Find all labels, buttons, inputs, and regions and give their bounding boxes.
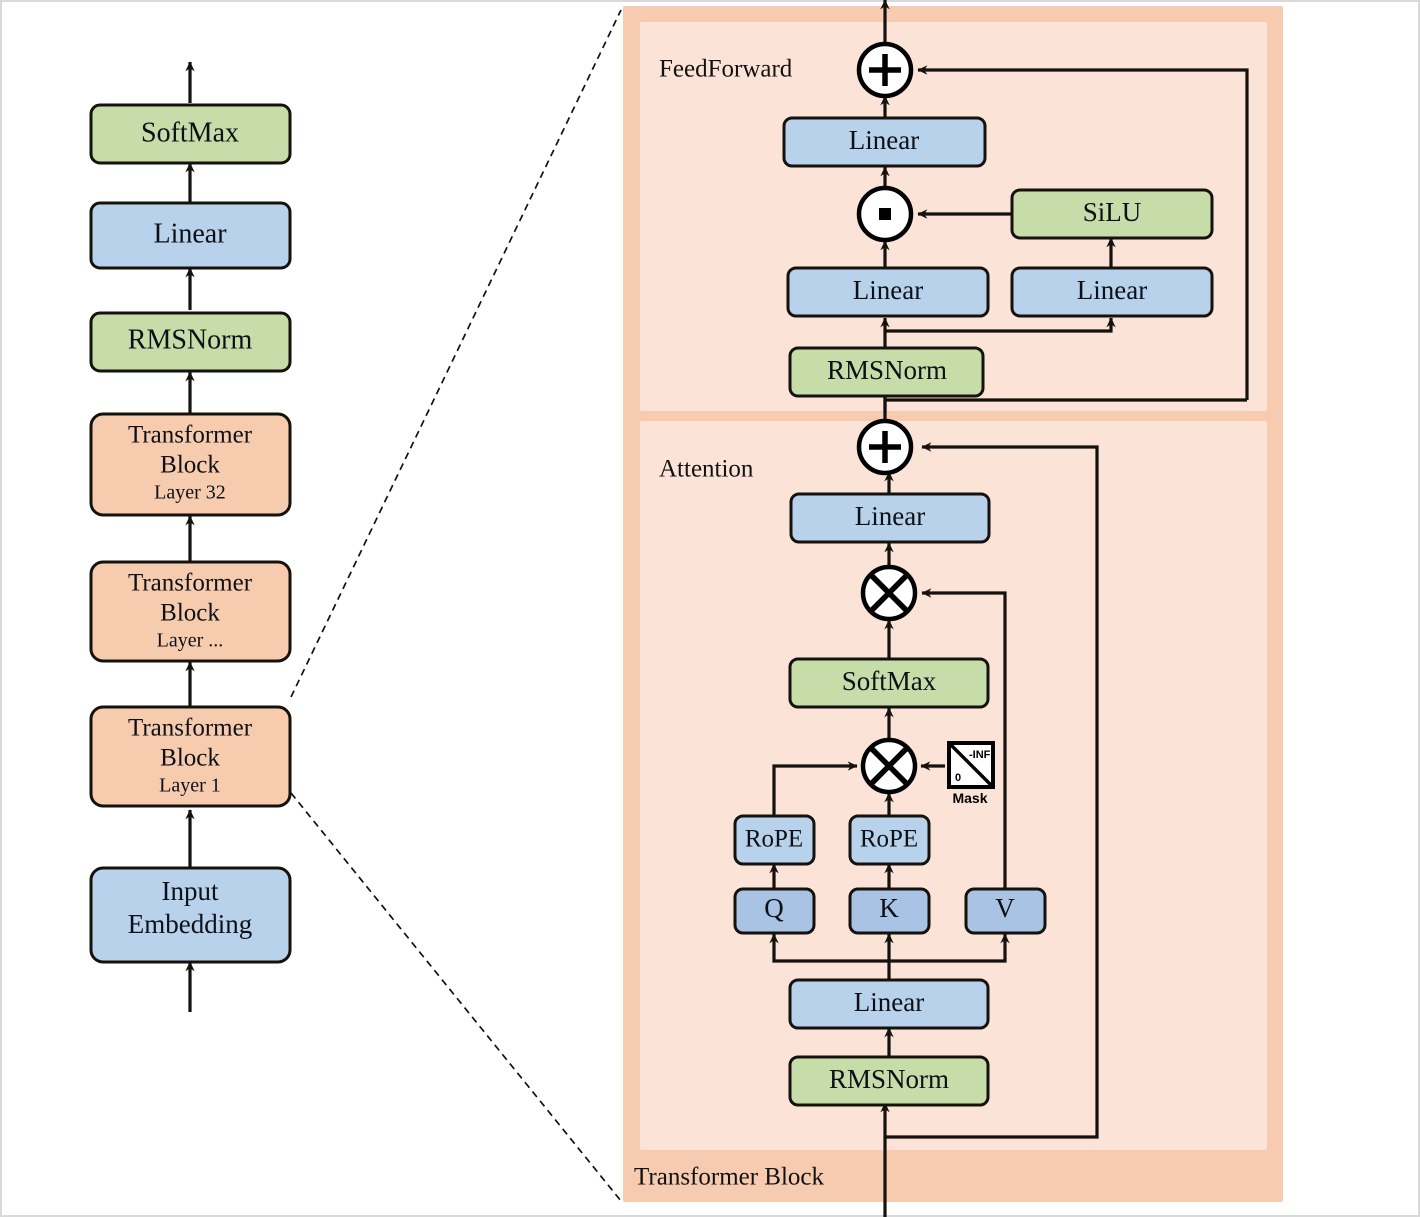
block-transformer-layer-32-label-line1: Transformer	[128, 422, 253, 449]
block-transformer-layer-32-sublabel: Layer 32	[154, 482, 226, 504]
feedforward-elementwise-multiply-op[interactable]	[856, 185, 914, 243]
attention-wires	[769, 398, 1099, 1217]
feedforward-panel-label: FeedForward	[659, 56, 793, 83]
attention-rmsnorm-label: RMSNorm	[829, 1064, 949, 1094]
block-transformer-layer-32-label-line2: Block	[160, 452, 220, 479]
attention-scores-value-multiply-op[interactable]	[860, 564, 918, 622]
block-transformer-layer-dots-label-line2: Block	[160, 600, 220, 627]
feedforward-rmsnorm[interactable]: RMSNorm	[788, 346, 985, 398]
feedforward-wires	[880, 0, 1249, 412]
block-input-embedding-label-line2: Embedding	[128, 909, 252, 939]
block-transformer-layer-1[interactable]: Transformer Block Layer 1	[89, 705, 292, 808]
attention-rope-query-label: RoPE	[745, 826, 803, 853]
attention-softmax[interactable]: SoftMax	[788, 657, 990, 709]
attention-output-linear[interactable]: Linear	[789, 492, 991, 544]
attention-rope-key[interactable]: RoPE	[848, 814, 931, 866]
block-transformer-layer-dots[interactable]: Transformer Block Layer ...	[89, 560, 292, 663]
block-transformer-layer-1-label-line1: Transformer	[128, 715, 253, 742]
block-transformer-layer-dots-sublabel: Layer ...	[157, 630, 224, 652]
zoom-leader-lower	[290, 792, 622, 1202]
mask-lower-value: 0	[955, 772, 961, 784]
block-rmsnorm-label: RMSNorm	[128, 324, 253, 355]
attention-query-projection-label: Q	[764, 893, 784, 923]
attention-key-projection-label: K	[879, 893, 899, 923]
block-softmax-label: SoftMax	[141, 117, 239, 148]
block-linear[interactable]: Linear	[89, 201, 292, 270]
attention-qkv-linear[interactable]: Linear	[788, 978, 990, 1030]
attention-add-op[interactable]	[856, 418, 914, 476]
attention-value-projection-label: V	[995, 893, 1015, 923]
mask-caption: Mask	[952, 790, 987, 806]
attention-qkv-linear-label: Linear	[854, 987, 924, 1017]
feedforward-gate-linear[interactable]: Linear	[786, 266, 990, 318]
feedforward-add-op[interactable]	[856, 41, 914, 99]
block-linear-label: Linear	[153, 218, 227, 249]
feedforward-output-linear[interactable]: Linear	[782, 116, 987, 168]
attention-rmsnorm[interactable]: RMSNorm	[788, 1055, 990, 1107]
block-softmax[interactable]: SoftMax	[89, 103, 292, 165]
block-transformer-layer-1-label-line2: Block	[160, 745, 220, 772]
attention-rope-query[interactable]: RoPE	[733, 814, 816, 866]
feedforward-silu[interactable]: SiLU	[1010, 188, 1214, 240]
feedforward-up-linear[interactable]: Linear	[1010, 266, 1214, 318]
block-input-embedding[interactable]: Input Embedding	[89, 866, 292, 964]
block-transformer-layer-dots-label-line1: Transformer	[128, 570, 253, 597]
attention-query-projection[interactable]: Q	[733, 887, 816, 935]
attention-causal-mask-icon[interactable]: -INF 0 Mask	[947, 741, 995, 806]
transformer-block-panel-label: Transformer Block	[634, 1164, 825, 1191]
attention-softmax-label: SoftMax	[842, 666, 937, 696]
zoom-leader-upper	[290, 9, 622, 698]
feedforward-output-linear-label: Linear	[849, 125, 919, 155]
block-input-embedding-label-line1: Input	[162, 876, 219, 906]
block-transformer-layer-32[interactable]: Transformer Block Layer 32	[89, 412, 292, 517]
attention-key-projection[interactable]: K	[848, 887, 931, 935]
mask-upper-value: -INF	[969, 749, 991, 761]
feedforward-gate-linear-label: Linear	[853, 275, 923, 305]
block-rmsnorm[interactable]: RMSNorm	[89, 311, 292, 373]
feedforward-nodes: Linear SiLU Linear Linear	[782, 41, 1214, 398]
feedforward-rmsnorm-label: RMSNorm	[827, 355, 947, 385]
attention-output-linear-label: Linear	[855, 501, 925, 531]
feedforward-up-linear-label: Linear	[1077, 275, 1147, 305]
attention-panel-label: Attention	[659, 456, 754, 483]
block-transformer-layer-1-sublabel: Layer 1	[159, 775, 221, 797]
attention-qk-multiply-op[interactable]	[860, 737, 918, 795]
attention-value-projection[interactable]: V	[964, 887, 1047, 935]
feedforward-silu-label: SiLU	[1083, 197, 1142, 227]
overview-blocks: SoftMax Linear RMSNorm Transformer Block…	[89, 103, 292, 964]
attention-nodes: Linear SoftMax -INF 0	[733, 418, 1047, 1107]
attention-rope-key-label: RoPE	[860, 826, 918, 853]
dot-glyph	[879, 208, 891, 220]
